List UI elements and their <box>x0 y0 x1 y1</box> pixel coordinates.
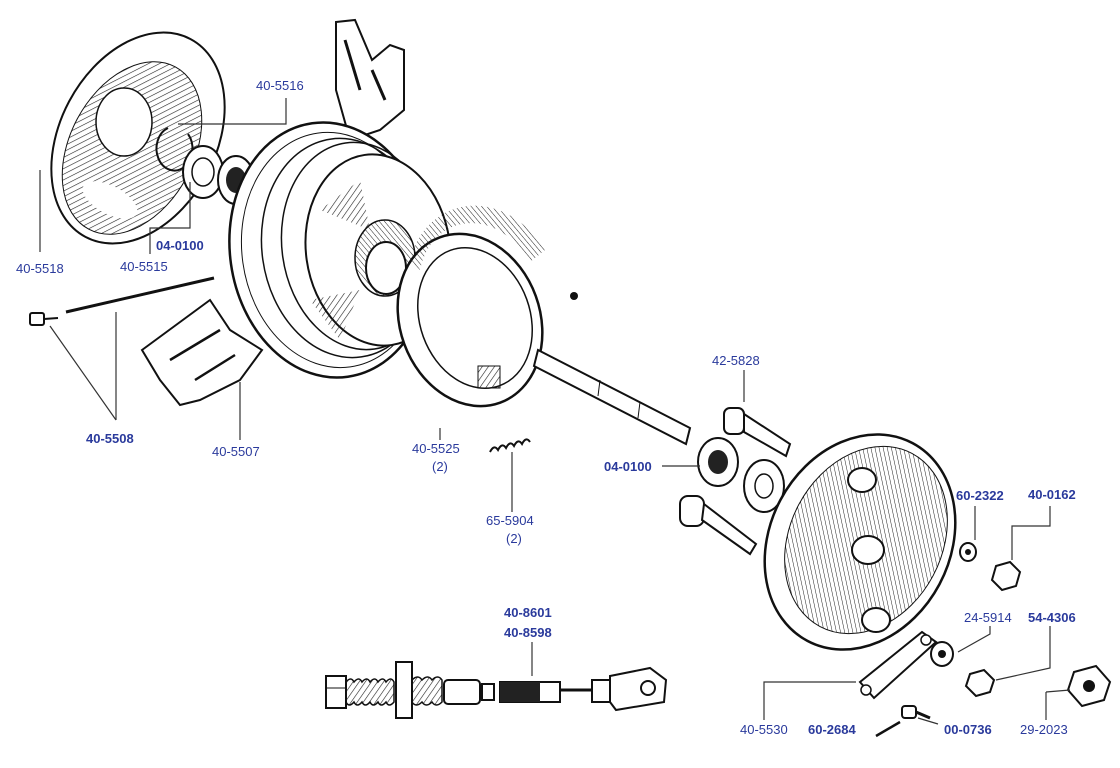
brake-cable <box>325 661 668 719</box>
label-40-5508: 40-5508 <box>86 431 134 446</box>
axle-shaft <box>532 348 692 446</box>
bearing-right <box>697 437 785 513</box>
qty-65-5904: (2) <box>506 531 522 546</box>
label-04-0100-left: 04-0100 <box>156 238 204 253</box>
label-40-5507: 40-5507 <box>212 444 260 459</box>
label-60-2684: 60-2684 <box>808 722 856 737</box>
brake-cam <box>723 407 792 458</box>
label-54-4306: 54-4306 <box>1028 610 1076 625</box>
label-40-8598: 40-8598 <box>504 625 552 640</box>
label-60-2322: 60-2322 <box>956 488 1004 503</box>
pin-60-2684 <box>875 720 901 738</box>
label-00-0736: 00-0736 <box>944 722 992 737</box>
axle-rod <box>29 276 215 326</box>
qty-40-5525: (2) <box>432 459 448 474</box>
label-40-0162: 40-0162 <box>1028 487 1076 502</box>
nut-29-2023 <box>1066 664 1112 708</box>
hub-cover-dish <box>50 31 226 245</box>
label-29-2023: 29-2023 <box>1020 722 1068 737</box>
brake-backplate <box>763 433 957 651</box>
nut-40-0162 <box>990 560 1022 592</box>
cam-shaft <box>679 495 758 556</box>
label-40-5518: 40-5518 <box>16 261 64 276</box>
brake-lever <box>858 630 938 700</box>
label-40-5515: 40-5515 <box>120 259 168 274</box>
spring <box>489 438 531 453</box>
washer-24-5914 <box>930 641 954 667</box>
brake-shoes <box>396 205 545 408</box>
label-40-5530: 40-5530 <box>740 722 788 737</box>
label-40-5525: 40-5525 <box>412 441 460 456</box>
leader-lines <box>39 98 1071 725</box>
label-40-8601: 40-8601 <box>504 605 552 620</box>
fork-lower <box>140 298 264 407</box>
bearing-left <box>182 145 255 205</box>
label-65-5904: 65-5904 <box>486 513 534 528</box>
nut-54-4306 <box>964 668 996 698</box>
fork-upper <box>335 18 405 142</box>
label-40-5516: 40-5516 <box>256 78 304 93</box>
label-24-5914: 24-5914 <box>964 610 1012 625</box>
label-42-5828: 42-5828 <box>712 353 760 368</box>
washer-60-2322 <box>959 542 977 562</box>
bolt-00-0736 <box>901 705 931 720</box>
label-04-0100-right: 04-0100 <box>604 459 652 474</box>
small-screw <box>570 292 578 300</box>
